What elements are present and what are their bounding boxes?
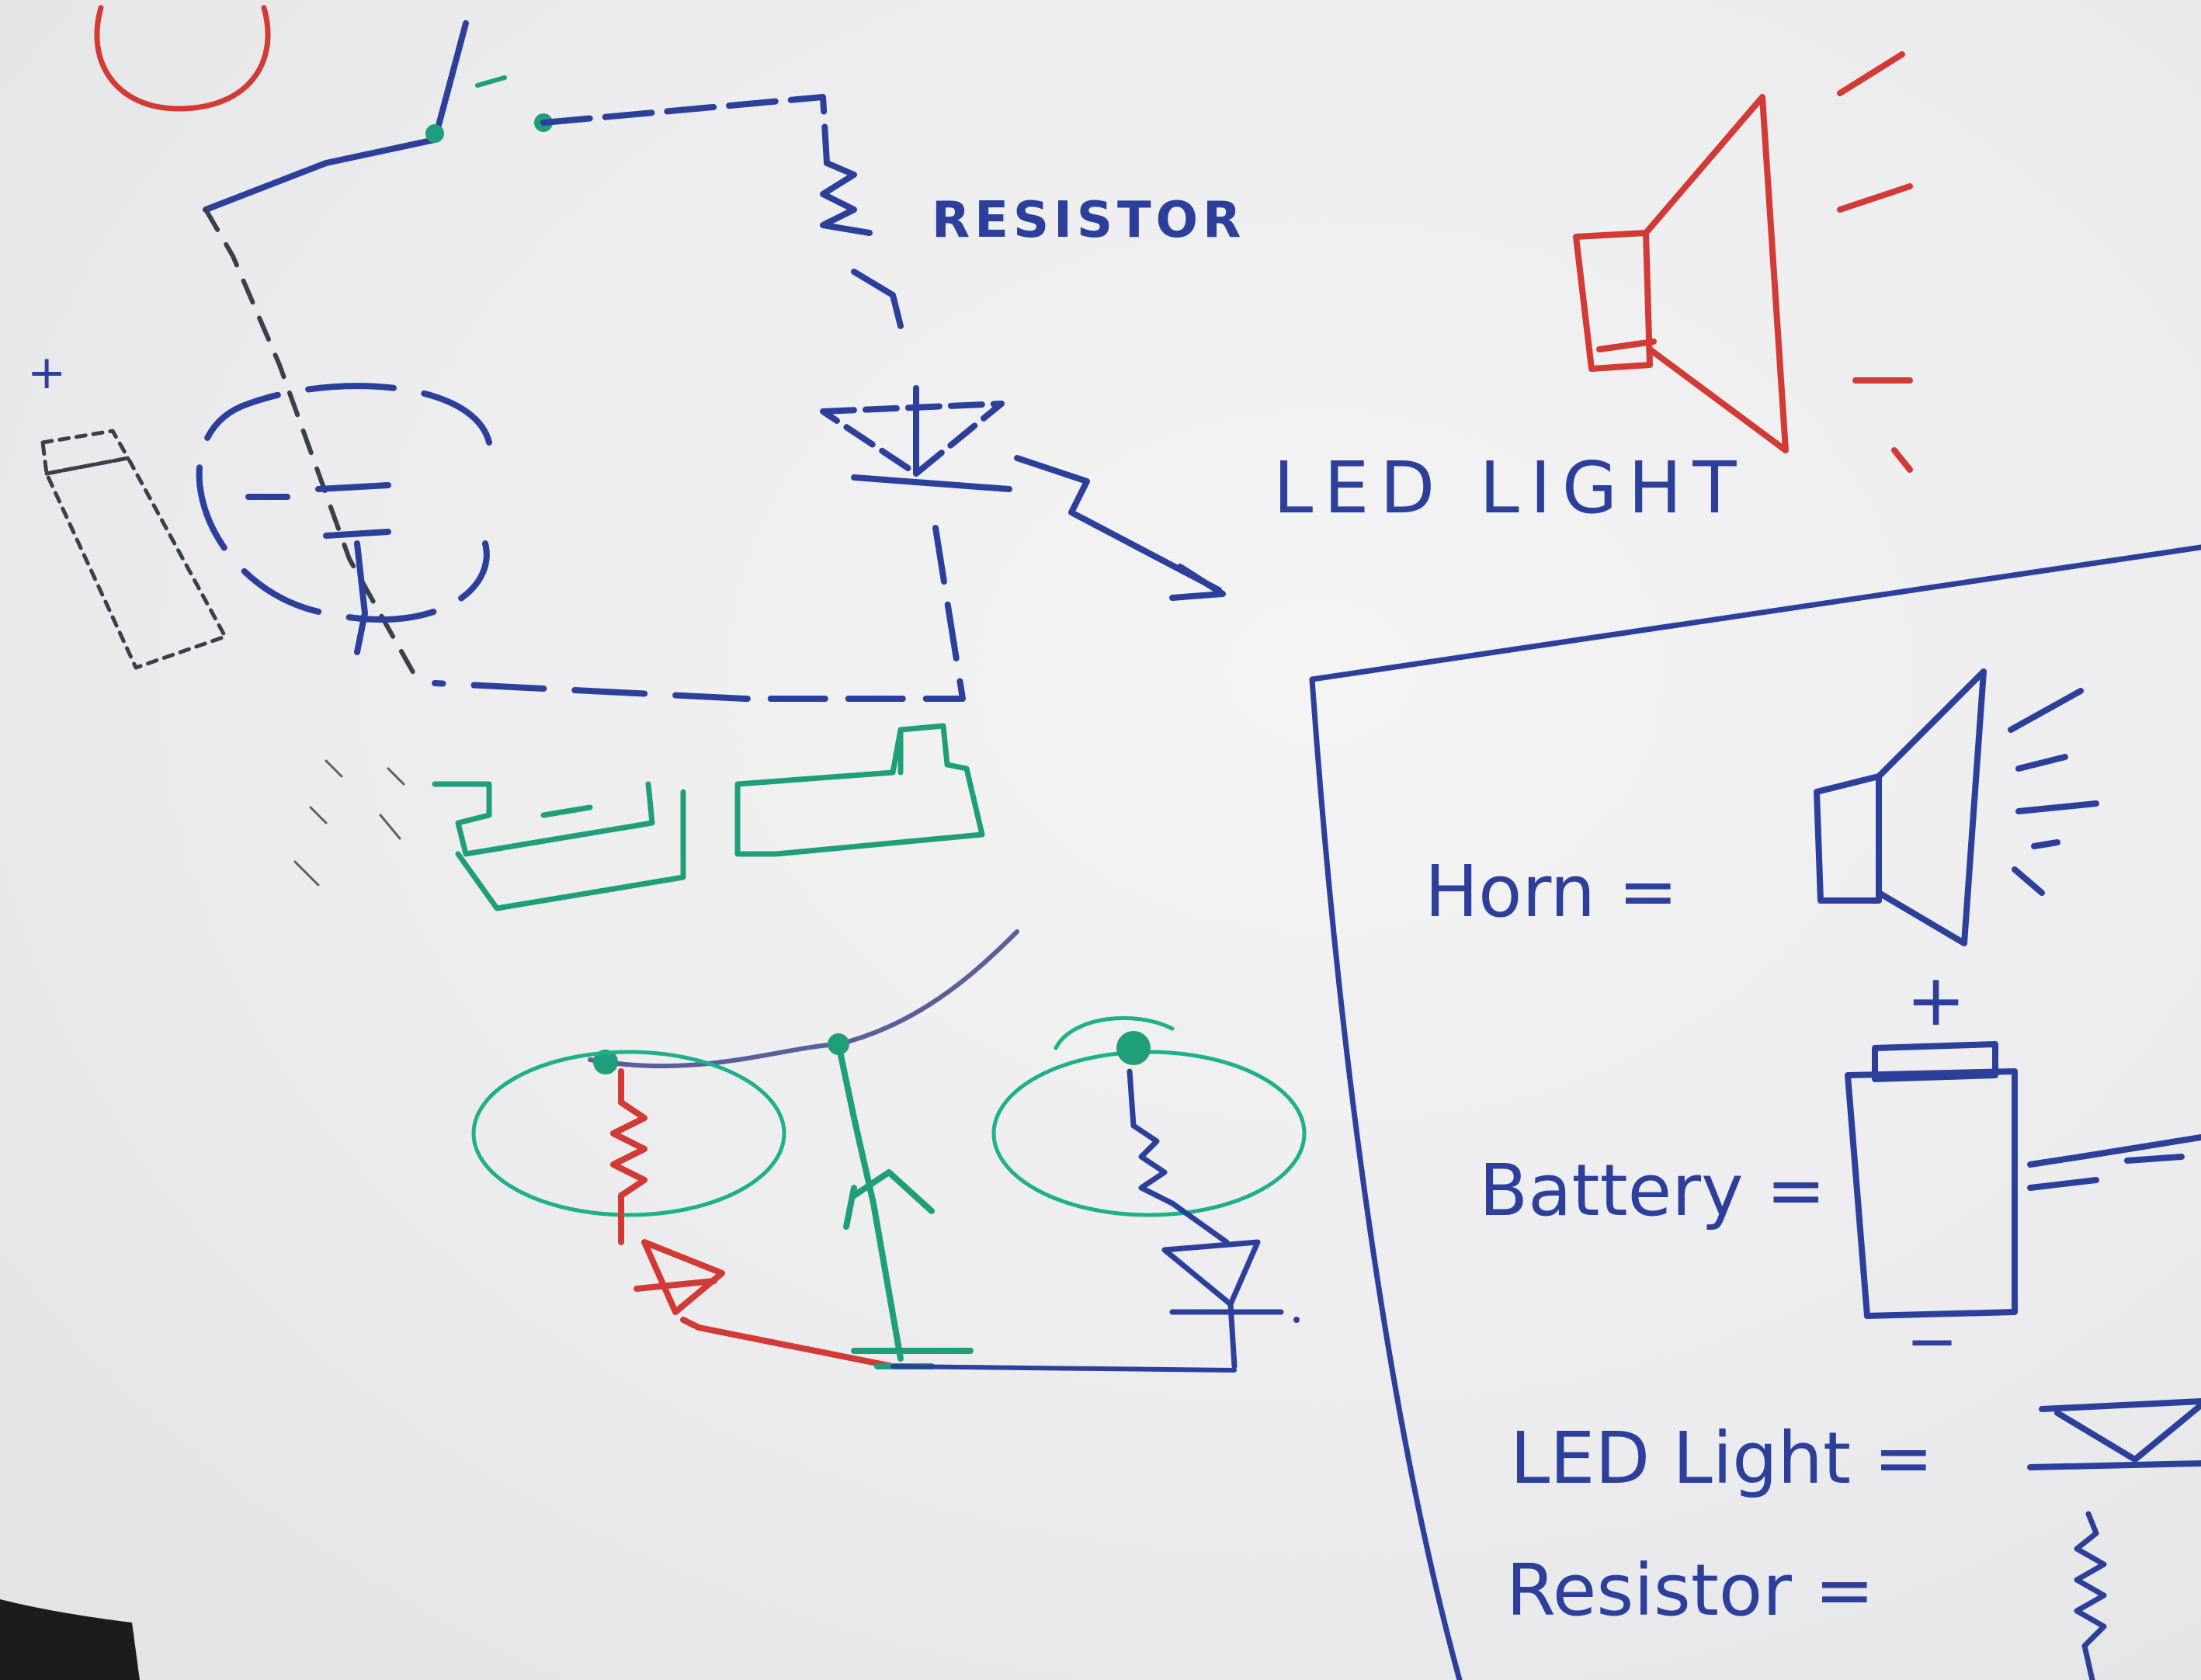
led-icon: [2027, 1398, 2201, 1470]
circuit-sketch: RESISTOR LED LIGHT +: [27, 5, 1748, 911]
legend-led-label: LED Light =: [1510, 1417, 1933, 1500]
legend-resistor-label: Resistor =: [1506, 1549, 1874, 1632]
horn-icon: [1814, 668, 2099, 946]
red-loop-icon: [94, 5, 271, 112]
led-label: LED LIGHT: [1273, 446, 1748, 529]
connector-blocks: [432, 723, 985, 911]
faint-scribble: [293, 759, 405, 887]
frame-corner: [0, 1599, 140, 1680]
red-resistor-symbol: [610, 1068, 647, 1245]
wire-left: [203, 207, 422, 686]
led-symbol: [820, 385, 1226, 601]
resistor-symbol: [820, 160, 904, 329]
red-diode-symbol: [634, 1239, 896, 1369]
wire-right-down: [742, 525, 966, 702]
legend-horn-label: Horn =: [1425, 850, 1678, 933]
battery-circle-symbol: [196, 383, 492, 655]
switch-icon: [203, 20, 553, 213]
red-horn-icon: [1573, 51, 1913, 473]
battery-icon: [1845, 1041, 2201, 1319]
lower-schematic: [471, 929, 1307, 1373]
legend-battery-label: Battery =: [1479, 1149, 1826, 1232]
battery-dashed-icon: +: [27, 345, 227, 670]
legend-battery-minus: −: [1906, 1305, 1958, 1377]
legend-box: Horn = Battery = + − LED Light = Resisto…: [1309, 544, 2201, 1680]
battery-plus-sign: +: [27, 345, 66, 400]
wire-top: [540, 94, 830, 166]
right-diode-symbol: [1161, 1239, 1284, 1369]
right-resistor-symbol: [1127, 1068, 1230, 1245]
resistor-icon: [2074, 1511, 2107, 1680]
left-highlight-ellipse: [471, 1050, 786, 1217]
bottom-return-wire: [890, 1364, 1237, 1373]
legend-battery-plus: +: [1906, 959, 1966, 1042]
wire-bottom: [432, 680, 748, 702]
resistor-label: RESISTOR: [932, 192, 1245, 249]
ground-symbol: [835, 1041, 974, 1369]
